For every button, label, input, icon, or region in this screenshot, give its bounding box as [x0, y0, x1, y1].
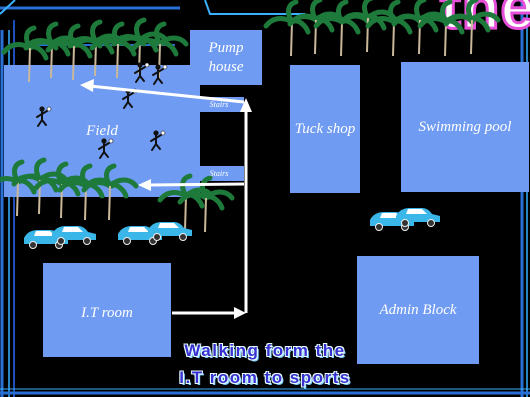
- it-room-label: I.T room: [81, 304, 133, 321]
- car-icon: [23, 207, 441, 249]
- admin-block-label: Admin Block: [379, 301, 457, 318]
- pump-house-label: Pump house: [208, 39, 244, 75]
- palm-trees-icon: [266, 0, 498, 56]
- pump-house: Pump house: [190, 30, 262, 85]
- caption-line-2: I.T room to sports: [179, 368, 351, 387]
- field-label: Field: [86, 122, 118, 139]
- palm-trees-icon: [0, 160, 232, 232]
- admin-block: Admin Block: [357, 256, 479, 364]
- swimming-pool-label: Swimming pool: [418, 118, 512, 135]
- tuck-shop: Tuck shop: [290, 65, 360, 193]
- it-room: I.T room: [43, 263, 171, 357]
- athlete-figure-icon: [36, 61, 168, 159]
- swimming-pool: Swimming pool: [401, 62, 529, 192]
- caption-line-1: Walking form the: [184, 341, 346, 360]
- stairs-lower-label: Stairs: [209, 169, 229, 178]
- route-arrow-icon: [80, 79, 252, 319]
- stairs-upper-label: Stairs: [209, 100, 229, 109]
- tuck-shop-label: Tuck shop: [294, 120, 356, 137]
